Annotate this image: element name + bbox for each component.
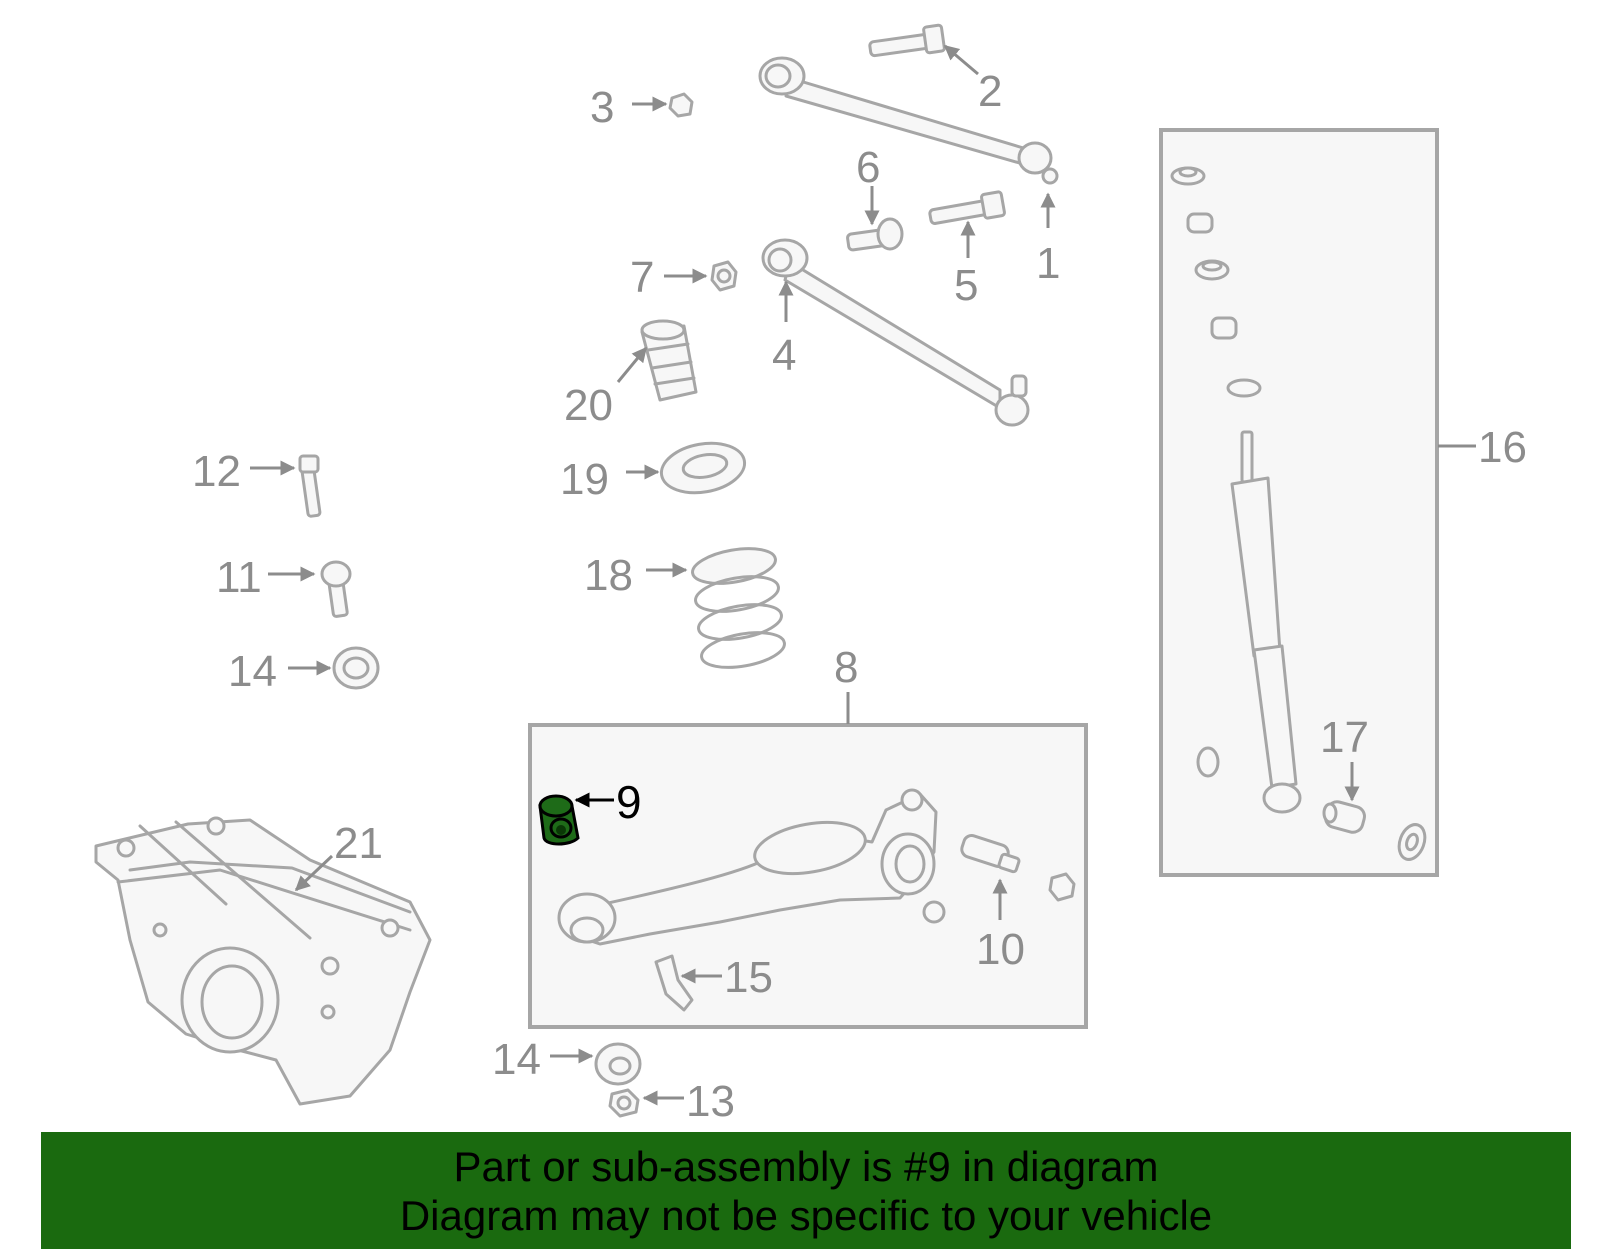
callout-15: 15	[724, 953, 773, 1002]
callout-19: 19	[560, 455, 609, 504]
part-16-nut[interactable]	[1395, 821, 1430, 863]
callout-13: 13	[686, 1077, 735, 1126]
callout-17: 17	[1320, 713, 1369, 762]
part-4-lower-arm[interactable]	[761, 238, 1030, 427]
callout-9-highlighted: 9	[616, 776, 642, 828]
callout-20: 20	[564, 381, 613, 430]
info-banner: Part or sub-assembly is #9 in diagram Di…	[41, 1132, 1571, 1249]
callout-12: 12	[192, 447, 241, 496]
part-13-nut[interactable]	[608, 1088, 640, 1118]
callout-6: 6	[856, 143, 880, 192]
part-5-bolt[interactable]	[928, 190, 1006, 225]
part-14-cam-washer-bottom[interactable]	[594, 1042, 642, 1086]
part-12-bolt[interactable]	[298, 454, 322, 518]
callout-14-left: 14	[228, 647, 277, 696]
part-10-bushing[interactable]	[960, 833, 1021, 874]
callout-18: 18	[584, 551, 633, 600]
callout-1: 1	[1036, 239, 1060, 288]
callout-5: 5	[954, 261, 978, 310]
banner-line-2: Diagram may not be specific to your vehi…	[399, 1192, 1213, 1239]
callout-16: 16	[1478, 423, 1527, 472]
callout-3: 3	[590, 83, 614, 132]
part-8-nut[interactable]	[1048, 872, 1076, 902]
part-8-lower-arm-assembly[interactable]	[557, 788, 946, 946]
part-1-upper-arm[interactable]	[758, 56, 1059, 185]
banner-line-1: Part or sub-assembly is #9 in diagram	[453, 1143, 1159, 1190]
callout-2: 2	[978, 67, 1002, 116]
part-15-bracket[interactable]	[654, 954, 694, 1012]
part-16-shock-absorber[interactable]	[1170, 166, 1302, 814]
part-6-bolt[interactable]	[846, 217, 904, 252]
part-19-spring-seat[interactable]	[657, 437, 748, 499]
callout-21: 21	[334, 819, 383, 868]
leader-lines	[250, 44, 1476, 1106]
part-3-nut[interactable]	[668, 92, 694, 118]
part-9-bushing-highlighted[interactable]	[538, 794, 580, 846]
part-20-bump-stop[interactable]	[640, 319, 698, 402]
callout-8: 8	[834, 643, 858, 692]
callout-14-bottom: 14	[492, 1035, 541, 1084]
part-14-cam-washer[interactable]	[332, 646, 380, 690]
part-17-bushing[interactable]	[1322, 800, 1366, 835]
part-18-coil-spring[interactable]	[690, 543, 787, 673]
part-11-cam-bolt[interactable]	[320, 560, 352, 618]
callout-10: 10	[976, 925, 1025, 974]
callout-4: 4	[772, 331, 796, 380]
callout-7: 7	[630, 253, 654, 302]
callout-labels: 1 2 3 4 5 6 7 8 9 10 11 12 13 14 14 15 1…	[192, 67, 1527, 1126]
part-21-crossmember[interactable]	[94, 816, 432, 1106]
part-7-nut[interactable]	[710, 260, 738, 292]
part-2-bolt[interactable]	[868, 23, 946, 58]
callout-11: 11	[216, 553, 262, 602]
